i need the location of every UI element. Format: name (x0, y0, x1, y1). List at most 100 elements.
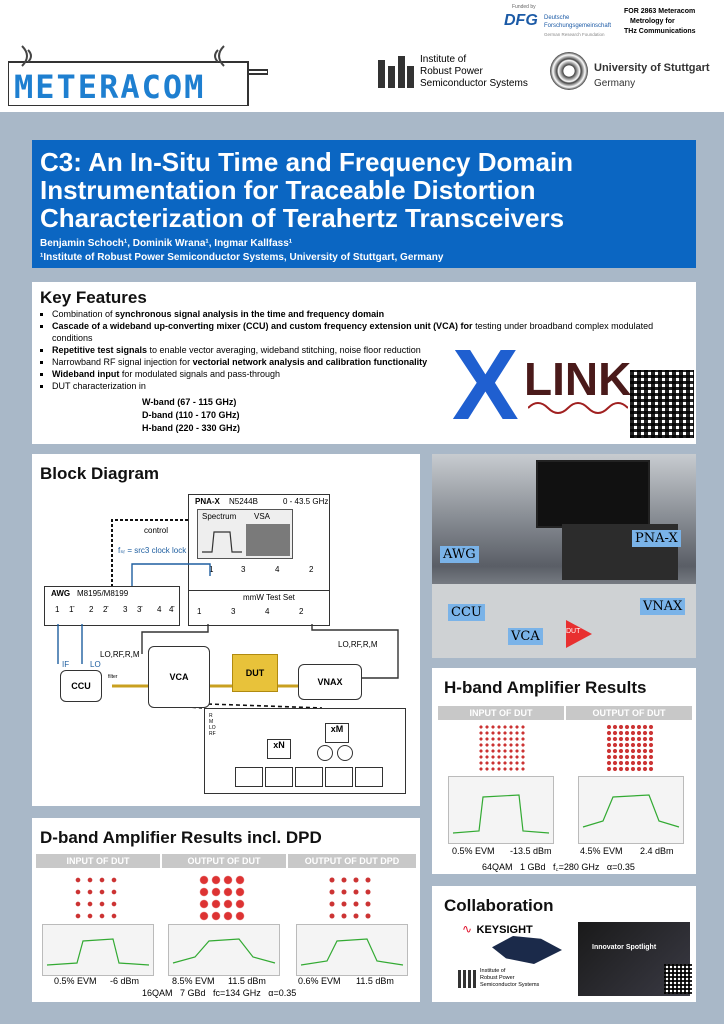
photo-label-awg: AWG (440, 546, 479, 563)
hband-heading: H-band Amplifier Results (444, 678, 647, 697)
for-line-3: THz Communications (624, 28, 696, 35)
awg-port: 4 (157, 605, 162, 614)
lo-rf-label-right: LO,RF,R,M (338, 640, 378, 649)
clock-label: fₛᵣ = src3 clock lock (118, 546, 187, 555)
for-line-2: Metrology for (630, 18, 675, 25)
meteracom-logo: METERACOM (7, 40, 269, 107)
awg-port: 1 (55, 605, 60, 614)
filter-block (235, 767, 263, 787)
hband-panel: H-band Amplifier Results Input of DUT Ou… (432, 668, 696, 874)
pna-screen: Spectrum VSA (197, 509, 293, 559)
dband-constellation-out (198, 874, 246, 922)
hband-col1: Input of DUT (438, 706, 564, 720)
testset-port-1: 1 (197, 607, 202, 616)
dband-constellation-dpd (326, 874, 374, 922)
hband-col2: Output of DUT (566, 706, 692, 720)
keysight-logo: ∿ KEYSIGHT (462, 920, 533, 938)
key-features-panel: Key Features Combination of synchronous … (32, 282, 696, 444)
xn-label: xN (273, 740, 285, 750)
dfg-english: German Research Foundation (544, 32, 605, 37)
photo-label-ccu: CCU (448, 604, 485, 621)
ilh-logo (378, 56, 416, 88)
block-diagram-panel: Block Diagram PNA-X N5244B 0 - 43.5 GHz … (32, 454, 420, 806)
vca-label: VCA (169, 672, 189, 682)
bench (432, 584, 696, 658)
vnax-label: VNAX (317, 677, 343, 687)
dband-power-dpd: 11.5 dBm (356, 976, 394, 986)
xlink-x: X (452, 329, 519, 441)
pna-port-3: 3 (241, 565, 246, 574)
ccu-block: CCU (60, 670, 102, 702)
control-label: control (144, 526, 169, 535)
collab-ilh-3: Semiconductor Systems (480, 982, 540, 988)
pna-label: PNA-X (195, 497, 220, 506)
awg-label: AWG (51, 589, 71, 598)
ilh-logo-small (458, 970, 476, 988)
dut-label: DUT (245, 668, 265, 678)
pna-model: N5244B (229, 497, 258, 506)
hband-spectrum-in (448, 776, 554, 844)
vca-block: VCA (148, 646, 210, 708)
dband-panel: D-band Amplifier Results incl. DPD Input… (32, 818, 420, 1002)
uni-line-1: University of Stuttgart (594, 62, 710, 74)
lo-rf-label-left: LO,RF,R,M (100, 650, 140, 659)
setup-photo: AWG PNA-X CCU VCA VNAX DUT (432, 454, 696, 658)
ccu-label: CCU (71, 681, 91, 691)
dband-power-in: -6 dBm (110, 976, 140, 986)
feature-item: Combination of synchronous signal analys… (52, 308, 678, 320)
ilh-line-1: Institute of (420, 54, 467, 65)
filter-block (325, 767, 353, 787)
hband-power-in: -13.5 dBm (510, 846, 552, 856)
dfg-fullname: Deutsche Forschungsgemeinschaft (544, 15, 612, 29)
for-line-1: FOR 2863 Meteracom (624, 8, 696, 15)
dband-evm-out: 8.5% EVM (172, 976, 215, 986)
dband-evm-dpd: 0.6% EVM (298, 976, 341, 986)
dband-spectrum-out (168, 924, 280, 976)
spectrum-label: Spectrum (202, 512, 237, 521)
collab-qr-code (664, 964, 692, 994)
dband-spectrum-dpd (296, 924, 408, 976)
dfg-funded: Funded by (512, 4, 536, 10)
dut-block: DUT (232, 654, 278, 692)
collaboration-heading: Collaboration (444, 896, 554, 915)
awg-port: 4̄ (169, 605, 174, 614)
dband-constellation-in (72, 874, 120, 922)
awg-port: 3 (123, 605, 128, 614)
detail-m: M (209, 719, 214, 725)
filter-block (295, 767, 323, 787)
awg-port: 2̄ (103, 605, 108, 614)
xlink-logo: X LINK (452, 329, 631, 441)
hband-evm-in: 0.5% EVM (452, 846, 495, 856)
feature-list-wrap: Combination of synchronous signal analys… (38, 308, 678, 392)
detail-rf: RF (209, 731, 216, 737)
dband-col3: Output of DUT DPD (288, 854, 416, 868)
pna-port-4: 4 (275, 565, 280, 574)
keysight-map-graphic (492, 936, 562, 964)
pna-port-1: 1 (209, 565, 214, 574)
uni-stuttgart-emblem (550, 52, 588, 90)
pna-port-2: 2 (309, 565, 314, 574)
dband-power-out: 11.5 dBm (228, 976, 266, 986)
hband-constellation-in (478, 724, 526, 772)
testset-port-3: 3 (231, 607, 236, 616)
vsa-display (246, 524, 290, 556)
photo-label-pnax: PNA-X (632, 530, 681, 547)
collab-ilh-1: Institute of (480, 968, 506, 974)
mixer-icon (317, 745, 333, 761)
pna-range: 0 - 43.5 GHz (283, 497, 329, 506)
awg-port: 1̄ (69, 605, 74, 614)
dband-spectrum-in (42, 924, 154, 976)
keysight-name: KEYSIGHT (476, 924, 533, 936)
filter-block (355, 767, 383, 787)
awg-port: 3̄ (137, 605, 142, 614)
xm-label: xM (330, 724, 344, 734)
filter-label: filter (108, 674, 118, 680)
authors: Benjamin Schoch¹, Dominik Wrana¹, Ingmar… (40, 238, 293, 249)
feature-list: Combination of synchronous signal analys… (38, 308, 678, 392)
monitor (536, 460, 650, 528)
testset-box: mmW Test Set 1 3 4 2 (188, 590, 330, 626)
feature-item: Wideband input for modulated signals and… (52, 368, 678, 380)
hband-spectrum-out (578, 776, 684, 844)
keysight-wave-icon: ∿ (462, 922, 473, 936)
dband-footer: 16QAM 7 GBd fc=134 GHz α=0.35 (142, 988, 297, 998)
